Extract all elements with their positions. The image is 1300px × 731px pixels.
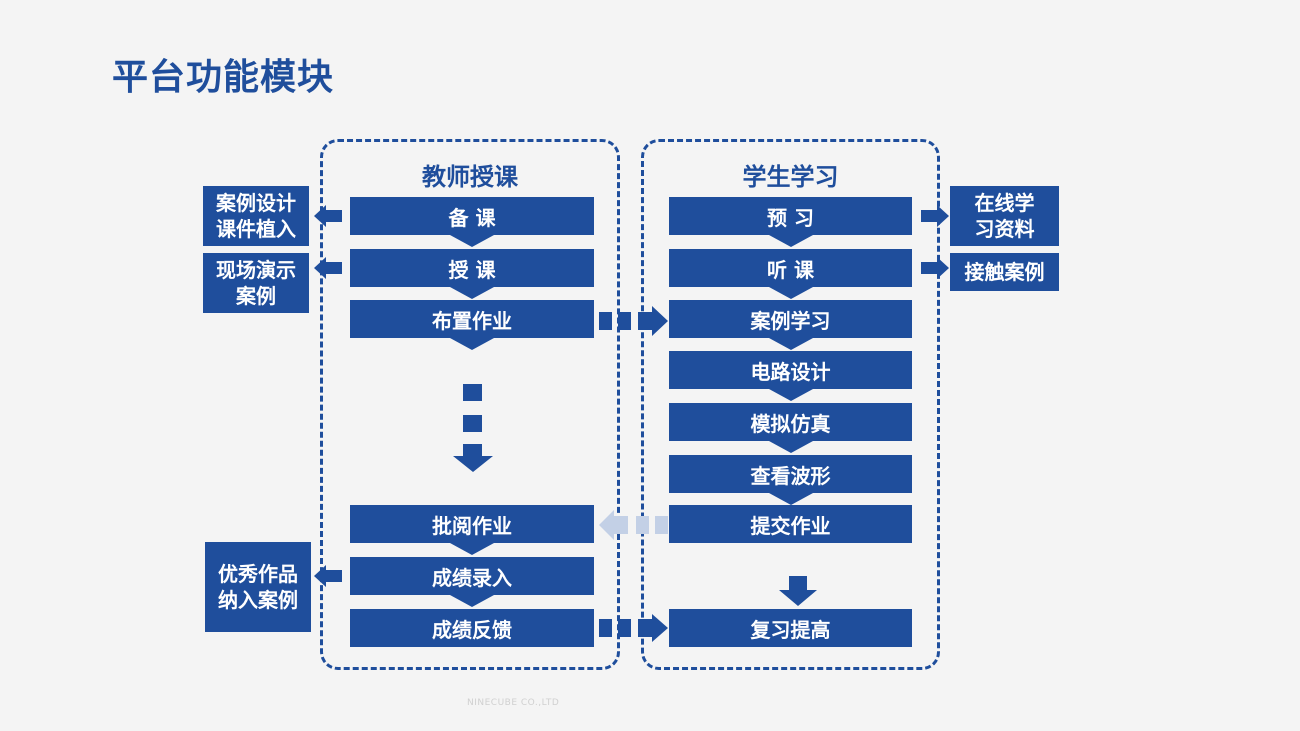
assign-to-case-study-arrow (599, 306, 668, 336)
side-box-line: 习资料 (974, 217, 1035, 241)
teacher-step-score-feedback[interactable]: 成绩反馈 (350, 609, 594, 647)
side-box-line: 案例设计 (216, 191, 296, 215)
side-box-line: 接触案例 (964, 260, 1045, 284)
side-box-line: 案例 (236, 284, 276, 308)
side-box-excellent-works: 优秀作品 纳入案例 (205, 542, 311, 632)
left-arrow-1 (314, 205, 342, 227)
student-step-circuit-design[interactable]: 电路设计 (669, 351, 912, 389)
student-step-case-study[interactable]: 案例学习 (669, 300, 912, 338)
teacher-panel-title: 教师授课 (422, 163, 518, 191)
student-down-arrow (779, 576, 817, 606)
student-panel (641, 139, 940, 670)
teacher-step-grade-homework[interactable]: 批阅作业 (350, 505, 594, 543)
student-step-view-waveform[interactable]: 查看波形 (669, 455, 912, 493)
student-step-review[interactable]: 复习提高 (669, 609, 912, 647)
side-box-access-cases: 接触案例 (950, 253, 1059, 291)
teacher-step-teach[interactable]: 授 课 (350, 249, 594, 287)
teacher-step-enter-scores[interactable]: 成绩录入 (350, 557, 594, 595)
student-panel-title: 学生学习 (742, 163, 839, 191)
right-arrow-2 (921, 257, 949, 279)
side-box-line: 优秀作品 (218, 562, 298, 586)
side-box-line: 在线学 (974, 191, 1035, 215)
teacher-step-prepare[interactable]: 备 课 (350, 197, 594, 235)
student-step-submit-homework[interactable]: 提交作业 (669, 505, 912, 543)
side-box-online-materials: 在线学 习资料 (950, 186, 1059, 246)
teacher-down-arrow (453, 384, 493, 472)
left-arrow-2 (314, 257, 342, 279)
submit-to-grade-arrow (599, 510, 668, 540)
left-arrow-3 (314, 565, 342, 587)
side-box-line: 纳入案例 (218, 588, 298, 612)
footer-text: NINECUBE CO.,LTD (467, 698, 560, 708)
student-step-preview[interactable]: 预 习 (669, 197, 912, 235)
side-box-case-design: 案例设计 课件植入 (203, 186, 309, 246)
student-step-simulation[interactable]: 模拟仿真 (669, 403, 912, 441)
teacher-step-assign-homework[interactable]: 布置作业 (350, 300, 594, 338)
right-arrow-1 (921, 205, 949, 227)
side-box-line: 现场演示 (216, 258, 296, 282)
side-box-line: 课件植入 (216, 217, 296, 241)
teacher-panel (320, 139, 620, 670)
page-title: 平台功能模块 (112, 57, 335, 98)
feedback-to-review-arrow (599, 614, 668, 642)
student-step-attend-lecture[interactable]: 听 课 (669, 249, 912, 287)
side-box-live-demo: 现场演示 案例 (203, 253, 309, 313)
